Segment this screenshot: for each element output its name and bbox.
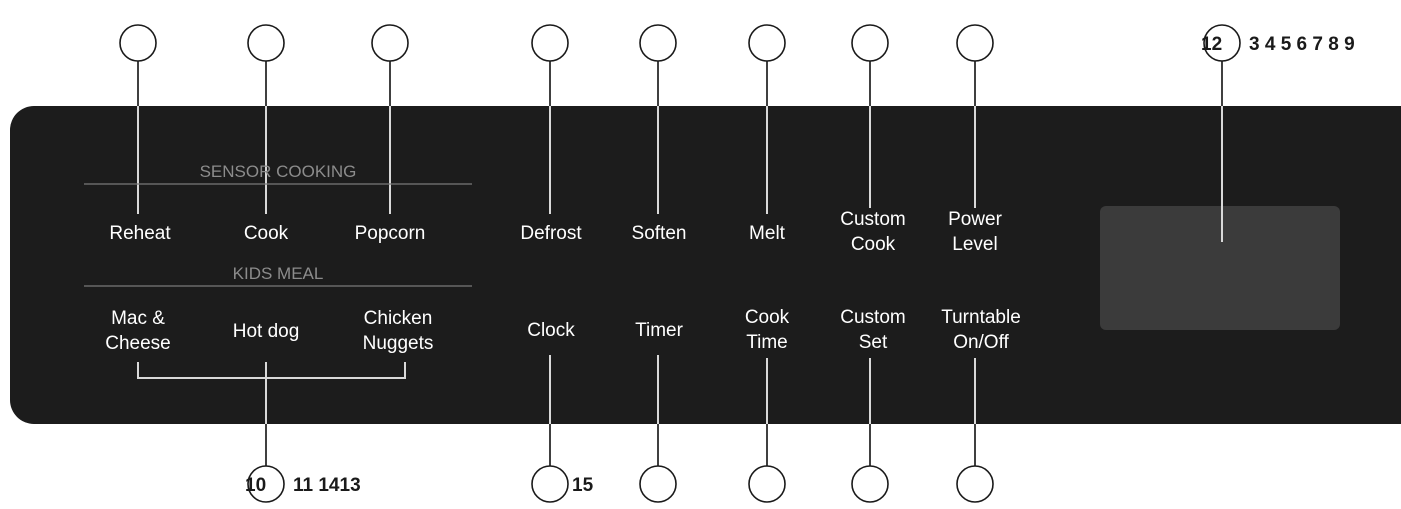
top-callout-circles	[119, 24, 1241, 62]
chicken-nuggets-key-label-line2: Nuggets	[363, 333, 434, 354]
popcorn-key-label: Popcorn	[355, 223, 426, 244]
callout-circle	[371, 24, 409, 62]
callout-number-top-right-a: 12	[1201, 34, 1222, 55]
hot-dog-key-label: Hot dog	[233, 321, 300, 342]
defrost-key[interactable]: Defrost	[506, 212, 594, 246]
melt-key[interactable]: Melt	[734, 212, 800, 246]
callout-circle	[247, 24, 285, 62]
control-panel	[10, 106, 1401, 424]
reheat-key-label: Reheat	[109, 223, 171, 244]
chicken-nuggets-key[interactable]: Chicken Nuggets	[352, 302, 452, 358]
callout-circle	[956, 24, 994, 62]
display-window	[1100, 206, 1340, 330]
melt-key-label: Melt	[749, 223, 786, 244]
callout-circle	[748, 24, 786, 62]
custom-cook-key[interactable]: Custom Cook	[826, 204, 914, 260]
custom-set-key[interactable]: Custom Set	[828, 302, 916, 358]
callout-number-bottom-left-b: 11 1413	[293, 475, 361, 496]
callout-circle	[956, 465, 994, 503]
chicken-nuggets-key-label-line1: Chicken	[364, 308, 433, 329]
turntable-key[interactable]: Turntable On/Off	[926, 302, 1034, 358]
callout-circle	[119, 24, 157, 62]
mac-cheese-key[interactable]: Mac & Cheese	[94, 302, 186, 358]
popcorn-key[interactable]: Popcorn	[342, 212, 438, 246]
leader-lines-outside	[137, 60, 1223, 466]
callout-circle	[531, 24, 569, 62]
clock-key[interactable]: Clock	[512, 312, 590, 346]
hot-dog-key[interactable]: Hot dog	[216, 314, 316, 348]
callout-circle	[639, 24, 677, 62]
cook-key-label: Cook	[244, 223, 289, 244]
custom-set-key-label-line2: Set	[859, 332, 888, 353]
timer-key[interactable]: Timer	[624, 312, 694, 346]
callout-circle	[639, 465, 677, 503]
callout-number-bottom-clock: 15	[572, 475, 594, 496]
power-level-key-label-line2: Level	[952, 234, 997, 255]
callout-circle	[748, 465, 786, 503]
sensor-cooking-label: SENSOR COOKING	[200, 162, 357, 181]
callout-circle	[851, 24, 889, 62]
cook-time-key[interactable]: Cook Time	[734, 302, 800, 358]
cook-time-key-label-line1: Cook	[745, 307, 790, 328]
soften-key-label: Soften	[632, 223, 687, 244]
custom-set-key-label-line1: Custom	[840, 307, 905, 328]
callout-circle	[851, 465, 889, 503]
power-level-key-label-line1: Power	[948, 209, 1003, 230]
callout-number-bottom-left-a: 10	[245, 475, 266, 496]
custom-cook-key-label-line1: Custom	[840, 209, 905, 230]
turntable-key-label-line2: On/Off	[953, 332, 1009, 353]
custom-cook-key-label-line2: Cook	[851, 234, 896, 255]
callout-circle	[531, 465, 569, 503]
cook-key[interactable]: Cook	[226, 212, 306, 246]
mac-cheese-key-label-line1: Mac &	[111, 308, 165, 329]
mac-cheese-key-label-line2: Cheese	[105, 333, 171, 354]
callout-circle	[247, 465, 285, 503]
turntable-key-label-line1: Turntable	[941, 307, 1021, 328]
bottom-callout-circles	[247, 465, 994, 503]
reheat-key[interactable]: Reheat	[96, 212, 182, 246]
cook-time-key-label-line2: Time	[746, 332, 788, 353]
power-level-key[interactable]: Power Level	[934, 204, 1016, 260]
defrost-key-label: Defrost	[520, 223, 582, 244]
callout-circle	[1203, 24, 1241, 62]
soften-key[interactable]: Soften	[618, 212, 698, 246]
kids-meal-label: KIDS MEAL	[233, 264, 324, 283]
clock-key-label: Clock	[527, 320, 575, 341]
kids-meal-bracket	[137, 362, 406, 379]
callout-number-top-right-b: 3 4 5 6 7 8 9	[1249, 34, 1355, 55]
timer-key-label: Timer	[635, 320, 684, 341]
